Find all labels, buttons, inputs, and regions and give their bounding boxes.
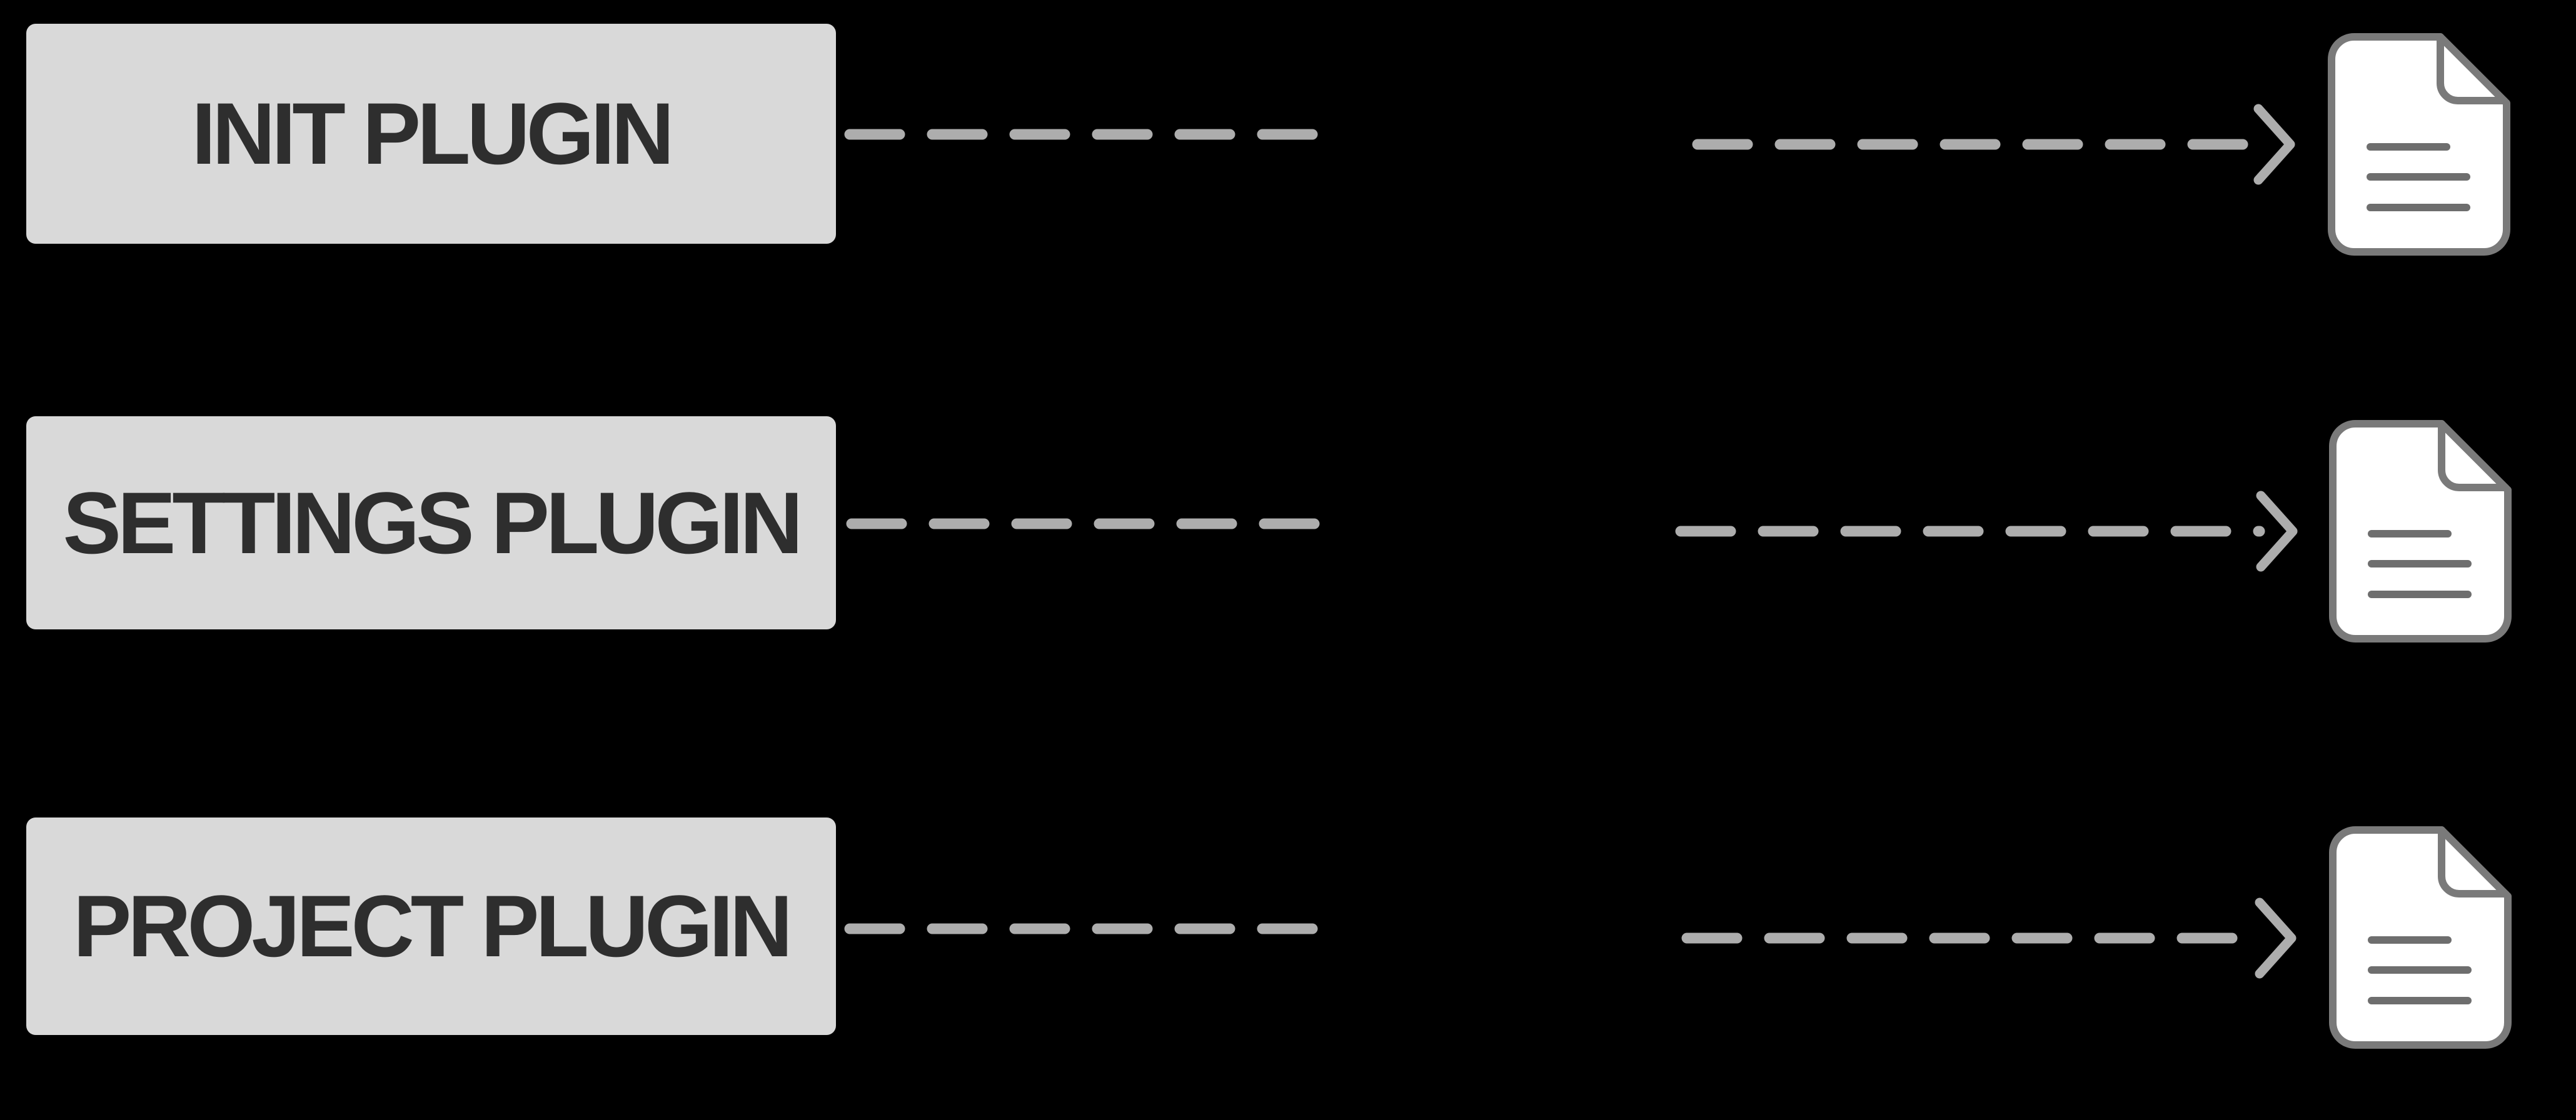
node-label: PROJECT PLUGIN: [73, 877, 793, 975]
node-settings-plugin: SETTINGS PLUGIN: [26, 416, 836, 629]
arrow-project-plugin-to-document: [844, 898, 2297, 979]
arrowhead-icon: [2256, 491, 2298, 572]
node-init-plugin: INIT PLUGIN: [26, 24, 836, 244]
node-label: INIT PLUGIN: [191, 84, 674, 182]
document-icon: [2333, 830, 2508, 1045]
document-icon: [2333, 424, 2508, 639]
arrowhead-icon: [2253, 104, 2295, 185]
arrow-settings-plugin-to-document: [846, 491, 2298, 572]
arrow-init-plugin-to-document: [844, 104, 2295, 185]
document-icon: [2332, 37, 2507, 252]
node-project-plugin: PROJECT PLUGIN: [26, 818, 836, 1035]
node-label: SETTINGS PLUGIN: [63, 473, 803, 572]
arrowhead-icon: [2255, 898, 2297, 979]
